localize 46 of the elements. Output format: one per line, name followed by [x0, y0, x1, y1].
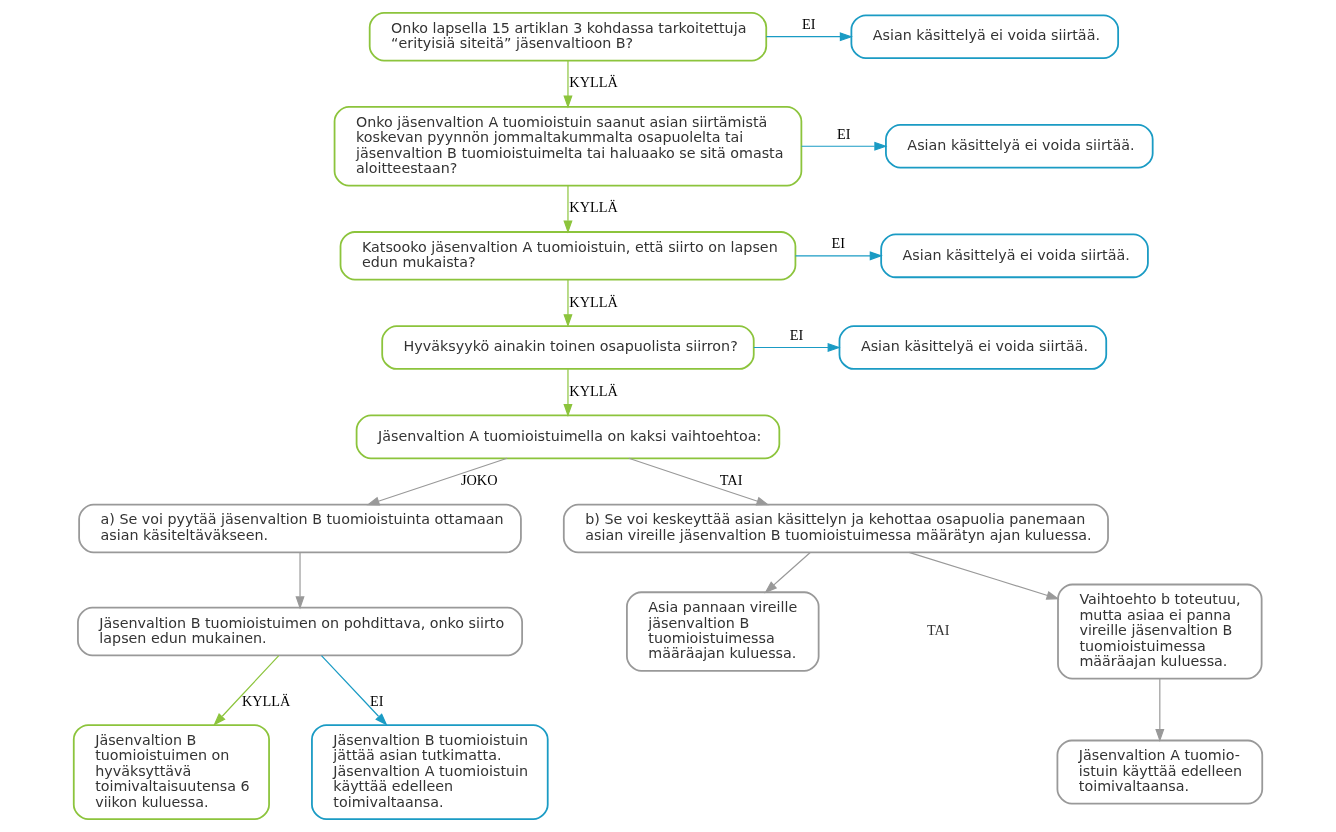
edge-label: JOKO	[461, 472, 498, 489]
edge-label: KYLLÄ	[569, 74, 618, 91]
edge-label: EI	[831, 235, 846, 252]
arrow	[563, 60, 573, 109]
node-box: Asian käsittelyä ei voida siirtää.	[880, 233, 1149, 279]
edge-label: EI	[802, 16, 816, 33]
arrow	[563, 279, 573, 328]
node-box: b) Se voi keskeyttää asian käsittelyn ja kehottaa osapuolia panemaan asian vireille jäsenvaltion B tuomioistuimessa määrätyn ajan kuluessa.	[562, 503, 1109, 554]
edge-label: KYLLÄ	[241, 692, 291, 709]
node-box: Jäsenvaltion A tuomioistuimella on kaksi vaihtoehtoa:	[355, 414, 781, 460]
node-box: Jäsenvaltion A tuomio- istuin käyttää edelleen toimivaltaansa.	[1056, 739, 1264, 805]
edge-label: KYLLÄ	[569, 382, 618, 399]
label: TAI	[927, 622, 950, 639]
arrow	[213, 654, 280, 726]
edge-label: EI	[789, 326, 804, 343]
node-box: Hyväksyykö ainakin toinen osapuolista siirron?	[381, 325, 755, 370]
arrow	[794, 251, 883, 261]
node-box: Onko jäsenvaltion A tuomioistuin saanut asian siirtämistä koskevan pyynnön jommaltakummalta osapuolelta tai jäsenvaltion B tuomioistuimelta tai haluaako se sitä omasta aloitteestaan?	[333, 106, 803, 187]
arrow	[563, 185, 573, 234]
node-box: Vaihtoehto b toteutuu, mutta asiaa ei panna vireille jäsenvaltion B tuomioistuimessa määräajan kuluessa.	[1057, 583, 1263, 680]
node-box: Asia pannaan vireille jäsenvaltion B tuomioistuimessa määräajan kuluessa.	[626, 591, 820, 672]
edge-label: TAI	[719, 472, 743, 489]
arrow	[753, 342, 841, 353]
edge-label: EI	[836, 125, 851, 142]
edge-label: EI	[370, 692, 384, 709]
node-box: a) Se voi pyytää jäsenvaltion B tuomioistuinta ottamaan asian käsiteltäväkseen.	[78, 503, 522, 554]
node-box: Asian käsittelyä ei voida siirtää.	[838, 325, 1108, 370]
arrow	[366, 457, 508, 506]
arrow	[764, 551, 811, 594]
edge-label: KYLLÄ	[569, 293, 618, 310]
node-box: Jäsenvaltion B tuomioistuin jättää asian tutkimatta. Jäsenvaltion A tuomioistuin käyttää edelleen toimivaltaansa.	[311, 724, 549, 820]
arrow	[1155, 678, 1165, 743]
arrow	[800, 141, 888, 151]
arrow	[563, 368, 573, 417]
node-box: Onko lapsella 15 artiklan 3 kohdassa tarkoitettuja “erityisiä siteitä” jäsenvaltioon B?	[368, 12, 768, 62]
node-box: Katsooko jäsenvaltion A tuomioistuin, että siirto on lapsen edun mukaista?	[339, 231, 797, 281]
node-box: Asian käsittelyä ei voida siirtää.	[885, 123, 1154, 169]
edge-label: KYLLÄ	[569, 199, 618, 216]
arrow	[320, 654, 388, 726]
node-box: Jäsenvaltion B tuomioistuimen on hyväksyttävä toimivaltaisuutensa 6 viikon kuluessa.	[72, 724, 270, 820]
arrow	[295, 551, 305, 610]
arrow	[765, 32, 853, 42]
node-box: Asian käsittelyä ei voida siirtää.	[850, 14, 1120, 60]
node-box: Jäsenvaltion B tuomioistuimen on pohdittava, onko siirto lapsen edun mukainen.	[77, 606, 523, 657]
arrow	[628, 457, 770, 506]
arrow	[908, 551, 1060, 600]
